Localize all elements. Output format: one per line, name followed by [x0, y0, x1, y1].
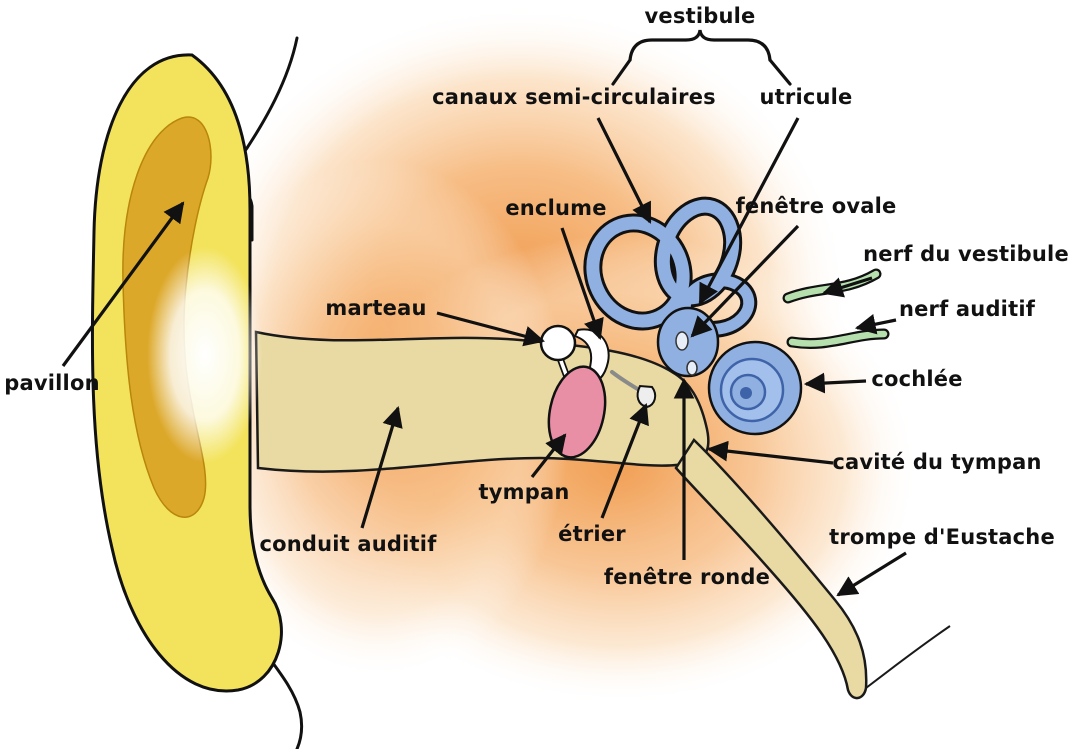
label-etrier: étrier: [558, 522, 626, 546]
label-trompe-eustache: trompe d'Eustache: [829, 525, 1055, 549]
label-utricule: utricule: [759, 85, 853, 109]
window-marks: [675, 331, 698, 376]
arrow-fenetre-ovale: [690, 224, 800, 338]
label-tympan: tympan: [478, 480, 570, 504]
eustachian-tube-shape: [674, 438, 951, 700]
brace-left-tail: [611, 58, 632, 86]
label-pavillon: pavillon: [4, 371, 100, 395]
label-enclume: enclume: [505, 196, 607, 220]
label-cochlee: cochlée: [871, 367, 963, 391]
label-canaux-semi-circulaires: canaux semi-circulaires: [432, 85, 716, 109]
arrow-pavillon: [61, 201, 185, 367]
cochlea-shape: [707, 340, 803, 436]
arrow-cavite-du-tympan: [706, 440, 834, 465]
arrow-cochlee: [803, 372, 867, 394]
label-arrows: [61, 117, 907, 597]
brace-right-tail: [768, 58, 792, 86]
arrow-tympan: [530, 433, 567, 478]
ossicles-shapes: [539, 324, 657, 410]
arrow-conduit-auditif: [360, 406, 403, 529]
arrow-enclume: [560, 227, 604, 340]
label-nerf-auditif: nerf auditif: [898, 297, 1036, 321]
malleus-head: [539, 324, 577, 362]
label-conduit-auditif: conduit auditif: [259, 532, 437, 556]
label-cavite-du-tympan: cavité du tympan: [832, 450, 1042, 474]
label-nerf-du-vestibule: nerf du vestibule: [863, 242, 1069, 266]
ear-concha-highlight: [147, 247, 263, 463]
arrow-etrier: [600, 403, 649, 519]
arrow-canaux-semi-circulaires: [596, 117, 652, 224]
arrow-nerf-du-vestibule: [822, 276, 873, 298]
outer-ear-shape: [90, 53, 283, 693]
arrow-marteau: [436, 311, 546, 347]
arrow-trompe-eustache: [836, 551, 907, 597]
label-fenetre-ronde: fenêtre ronde: [603, 565, 771, 589]
label-vestibule: vestibule: [644, 4, 756, 28]
vestibule-brace: [611, 29, 792, 86]
label-fenetre-ovale: fenêtre ovale: [735, 194, 897, 218]
label-marteau: marteau: [325, 296, 427, 320]
arrow-nerf-auditif: [854, 314, 897, 335]
arrow-utricule: [698, 117, 800, 305]
